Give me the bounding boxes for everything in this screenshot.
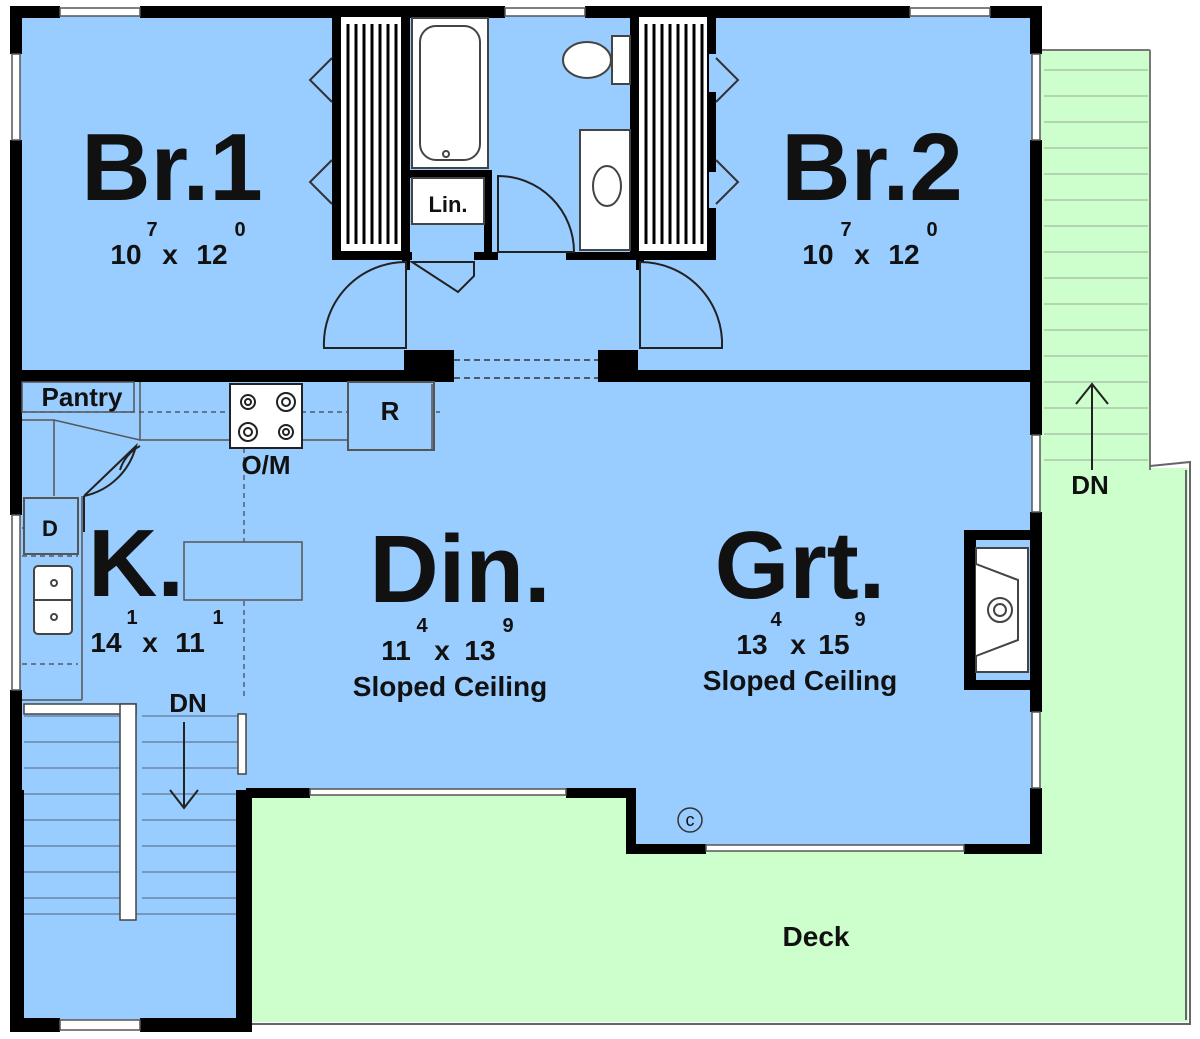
kitchen-dim-w: 14 — [90, 627, 122, 658]
column-label: c — [686, 810, 695, 830]
pantry-label: Pantry — [42, 382, 123, 412]
dining-name: Din. — [369, 516, 550, 623]
closet-doors — [308, 57, 740, 205]
refrigerator: R — [347, 381, 435, 451]
left-stair-label: DN — [169, 688, 207, 718]
kitchen-dim-w-in: 1 — [126, 607, 137, 629]
br1-x: x — [162, 239, 178, 270]
pantry-cabinet: Pantry — [21, 381, 135, 413]
right-stair-area — [1040, 50, 1150, 470]
dining-x: x — [434, 635, 450, 666]
br1-name: Br.1 — [81, 114, 262, 221]
cooktop — [229, 383, 303, 449]
refrigerator-label: R — [381, 396, 400, 426]
great-dim-l-in: 9 — [854, 609, 865, 631]
kitchen-island — [183, 541, 303, 601]
column: c — [677, 807, 703, 833]
left-stair-treads — [24, 715, 238, 915]
great-name: Grt. — [715, 512, 886, 619]
kitchen-name: K. — [88, 510, 184, 617]
br2-name: Br.2 — [781, 114, 962, 221]
dining-note: Sloped Ceiling — [353, 671, 547, 702]
dishwasher-label: D — [42, 516, 58, 541]
linen-closet: Lin. — [411, 177, 485, 225]
deck-area — [252, 468, 1188, 1022]
br1-dim-l-in: 0 — [234, 219, 245, 241]
closet-right — [637, 15, 709, 253]
kitchen-x: x — [142, 627, 158, 658]
room-br1: Br.1 10 7 x 12 0 — [81, 114, 262, 270]
room-dining: Din. 11 4 x 13 9 Sloped Ceiling — [353, 516, 551, 702]
room-br2: Br.2 10 7 x 12 0 — [781, 114, 962, 270]
kitchen-dim-l: 11 — [175, 627, 205, 658]
right-stair-treads — [1040, 49, 1151, 470]
br2-dim-w-in: 7 — [840, 219, 851, 241]
dining-dim-w-in: 4 — [416, 615, 428, 637]
dining-dim-w: 11 — [381, 635, 411, 666]
br1-dim-w-in: 7 — [146, 219, 157, 241]
room-kitchen: K. 14 1 x 11 1 — [88, 510, 224, 658]
br2-dim-w: 10 — [802, 239, 833, 270]
right-stair-arrow — [1075, 382, 1109, 470]
hall-opening — [454, 359, 598, 379]
kitchen-counters — [22, 382, 430, 701]
door-swings — [83, 174, 724, 532]
br2-dim-l: 12 — [888, 239, 919, 270]
bathtub — [411, 17, 489, 169]
fireplace — [975, 547, 1029, 673]
interior-area — [14, 10, 1038, 1028]
kitchen-sink — [33, 565, 73, 635]
linen-label: Lin. — [428, 192, 467, 217]
br2-dim-l-in: 0 — [926, 219, 937, 241]
great-note: Sloped Ceiling — [703, 665, 897, 696]
deck-railing — [252, 460, 1191, 1025]
left-stair-arrow — [169, 722, 199, 810]
left-stair-railing — [23, 703, 247, 921]
room-great: Grt. 13 4 x 15 9 Sloped Ceiling — [703, 512, 897, 696]
great-x: x — [790, 629, 806, 660]
walls — [10, 6, 1042, 1032]
floor-fills — [14, 10, 1188, 1028]
right-stair-label: DN — [1071, 470, 1109, 500]
kitchen-dim-l-in: 1 — [212, 607, 223, 629]
br1-dim-l: 12 — [196, 239, 227, 270]
great-dim-l: 15 — [818, 629, 849, 660]
great-dim-w: 13 — [736, 629, 767, 660]
dining-dim-l-in: 9 — [502, 615, 513, 637]
oven-microwave-label: O/M — [241, 450, 290, 480]
closet-left — [339, 15, 403, 253]
br1-dim-w: 10 — [110, 239, 141, 270]
toilet — [562, 35, 631, 85]
br2-x: x — [854, 239, 870, 270]
vanity-sink — [579, 129, 631, 251]
dishwasher: D — [23, 497, 79, 555]
deck-label: Deck — [783, 921, 850, 952]
windows — [11, 7, 1041, 1031]
dining-dim-l: 13 — [464, 635, 495, 666]
great-dim-w-in: 4 — [770, 609, 782, 631]
